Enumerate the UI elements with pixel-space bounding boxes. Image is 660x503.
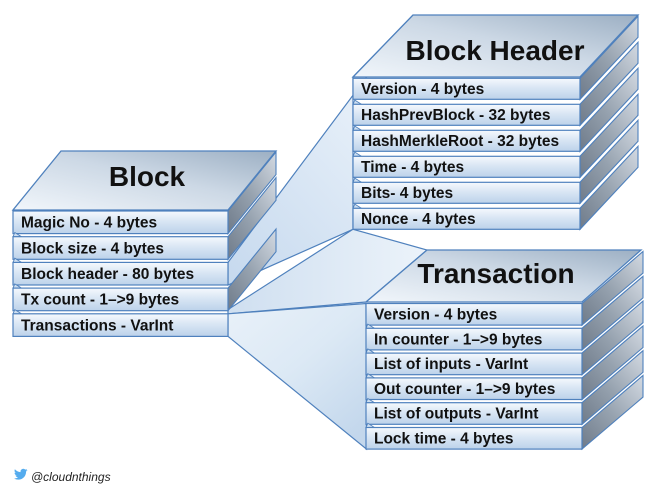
twitter-bird-icon <box>14 468 28 480</box>
block-header-stack: Block Header Version - 4 bytes HashPrevB… <box>351 14 640 231</box>
row-label: Lock time - 4 bytes <box>374 431 514 448</box>
row-label: Block header - 80 bytes <box>21 266 194 283</box>
block-title-face <box>11 150 278 211</box>
block-stack: Block Magic No - 4 bytes Block size - 4 … <box>11 150 278 337</box>
transaction-title: Transaction <box>417 258 574 289</box>
row-face <box>352 181 581 204</box>
row-label: Time - 4 bytes <box>361 159 464 176</box>
row-label: Bits- 4 bytes <box>361 185 453 202</box>
row-label: List of outputs - VarInt <box>374 406 538 423</box>
row-label: Out counter - 1–>9 bytes <box>374 381 555 398</box>
row-face <box>365 327 583 351</box>
row-face <box>12 210 229 235</box>
row-face <box>12 236 229 260</box>
row-face <box>365 402 583 425</box>
row-label: HashPrevBlock - 32 bytes <box>361 107 551 124</box>
row-label: Version - 4 bytes <box>361 81 484 98</box>
row-label: Transactions - VarInt <box>21 317 173 334</box>
row-face <box>352 207 581 230</box>
row-label: HashMerkleRoot - 32 bytes <box>361 133 559 150</box>
row-face <box>12 287 229 312</box>
row-label: Magic No - 4 bytes <box>21 215 157 232</box>
twitter-handle: @cloudnthings <box>31 470 111 484</box>
block-header-title-face <box>351 14 640 78</box>
row-face <box>352 155 581 178</box>
row-face <box>12 313 229 337</box>
row-label: Nonce - 4 bytes <box>361 211 476 228</box>
row-face <box>352 77 581 100</box>
transaction-stack: Transaction Version - 4 bytes In counter… <box>364 249 644 451</box>
transaction-title-face <box>364 249 643 303</box>
block-title: Block <box>109 161 186 192</box>
row-face <box>365 426 583 450</box>
row-face <box>352 103 581 126</box>
block-header-title: Block Header <box>406 35 585 66</box>
row-face <box>352 129 581 152</box>
row-label: List of inputs - VarInt <box>374 356 528 373</box>
footer: @cloudnthings <box>14 468 111 484</box>
row-face <box>365 377 583 401</box>
row-label: In counter - 1–>9 bytes <box>374 331 542 348</box>
row-label: Block size - 4 bytes <box>21 240 164 257</box>
row-face <box>365 302 583 326</box>
row-face <box>12 261 229 286</box>
row-label: Version - 4 bytes <box>374 307 497 324</box>
row-label: Tx count - 1–>9 bytes <box>21 292 179 309</box>
row-face <box>365 352 583 376</box>
